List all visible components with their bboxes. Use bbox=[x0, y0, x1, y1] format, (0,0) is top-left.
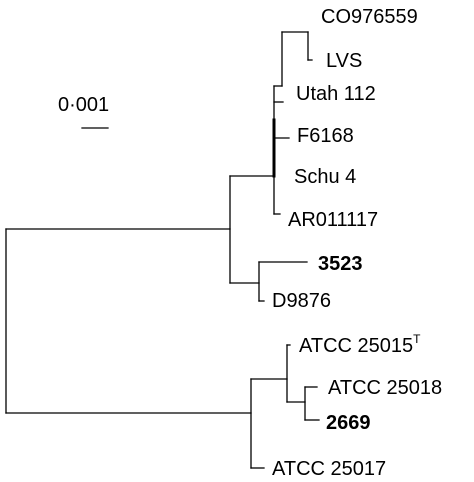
taxon-label-co976559: CO976559 bbox=[321, 6, 418, 28]
taxon-label-schu-4: Schu 4 bbox=[294, 166, 356, 188]
tree-branches bbox=[5, 31, 320, 469]
taxon-label-2669: 2669 bbox=[326, 412, 371, 434]
taxon-label-utah-112: Utah 112 bbox=[296, 83, 376, 105]
type-strain-superscript: T bbox=[413, 332, 421, 346]
taxon-label-3523: 3523 bbox=[318, 253, 363, 275]
taxon-label-ar011117: AR011117 bbox=[288, 209, 378, 231]
taxon-label-atcc-25018: ATCC 25018 bbox=[328, 377, 442, 399]
taxon-label-d9876: D9876 bbox=[272, 290, 331, 312]
scale-bar: 0·001 bbox=[58, 94, 109, 129]
taxon-label-atcc-25017: ATCC 25017 bbox=[272, 458, 386, 480]
taxon-label-f6168: F6168 bbox=[297, 125, 354, 147]
scale-bar-label: 0·001 bbox=[58, 94, 109, 116]
tree-leaf-labels: CO976559 LVS Utah 112 F6168 Schu 4 AR011… bbox=[272, 6, 442, 480]
taxon-label-atcc-25015: ATCC 25015T bbox=[299, 332, 421, 357]
taxon-label-atcc-25015-name: ATCC 25015 bbox=[299, 335, 413, 357]
taxon-label-lvs: LVS bbox=[326, 50, 362, 72]
